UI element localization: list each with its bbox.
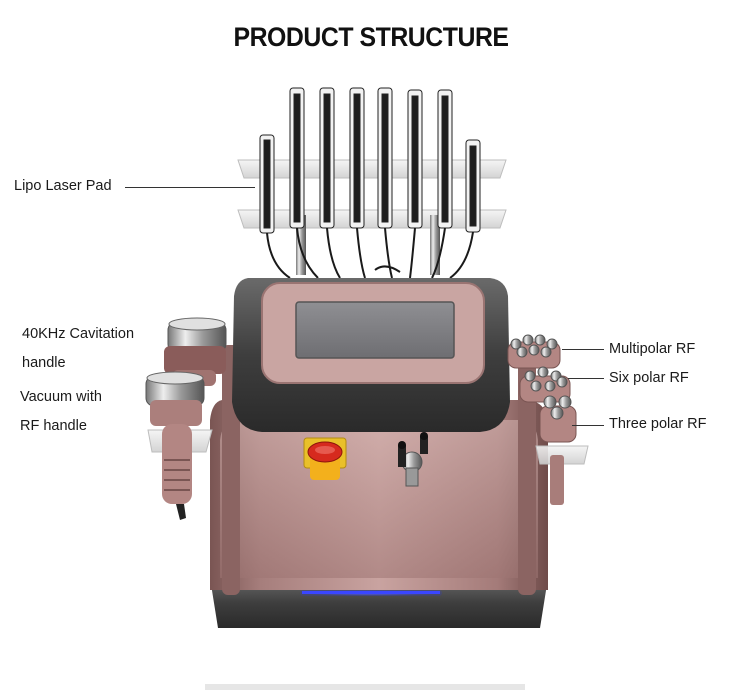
label-cavitation-line2: handle <box>22 355 66 371</box>
leader-multipolar <box>562 349 604 350</box>
cropped-caption-strip <box>205 684 525 690</box>
label-multipolar-rf: Multipolar RF <box>609 341 696 357</box>
right-handle-holder <box>535 445 589 505</box>
label-vacuum-line1: Vacuum with <box>20 389 102 405</box>
machine-body <box>210 278 548 628</box>
pad-cables <box>266 227 474 279</box>
vacuum-rf-handle-icon <box>145 371 205 520</box>
key-switch-icon <box>398 432 428 487</box>
six-polar-rf-handle-icon <box>519 366 571 403</box>
three-polar-rf-handle-icon <box>539 395 577 443</box>
leader-six-polar <box>568 378 604 379</box>
label-cavitation-line1: 40KHz Cavitation <box>22 326 135 342</box>
label-vacuum-line2: RF handle <box>20 418 87 434</box>
page-title: PRODUCT STRUCTURE <box>233 22 509 52</box>
leader-three-polar <box>572 425 604 426</box>
emergency-stop-icon <box>303 437 347 480</box>
leader-lipo-laser-pad <box>125 187 255 188</box>
label-three-polar-rf: Three polar RF <box>609 416 707 432</box>
label-six-polar-rf: Six polar RF <box>609 370 689 386</box>
label-lipo-laser-pad: Lipo Laser Pad <box>14 178 112 194</box>
multipolar-rf-handle-icon <box>507 334 561 369</box>
